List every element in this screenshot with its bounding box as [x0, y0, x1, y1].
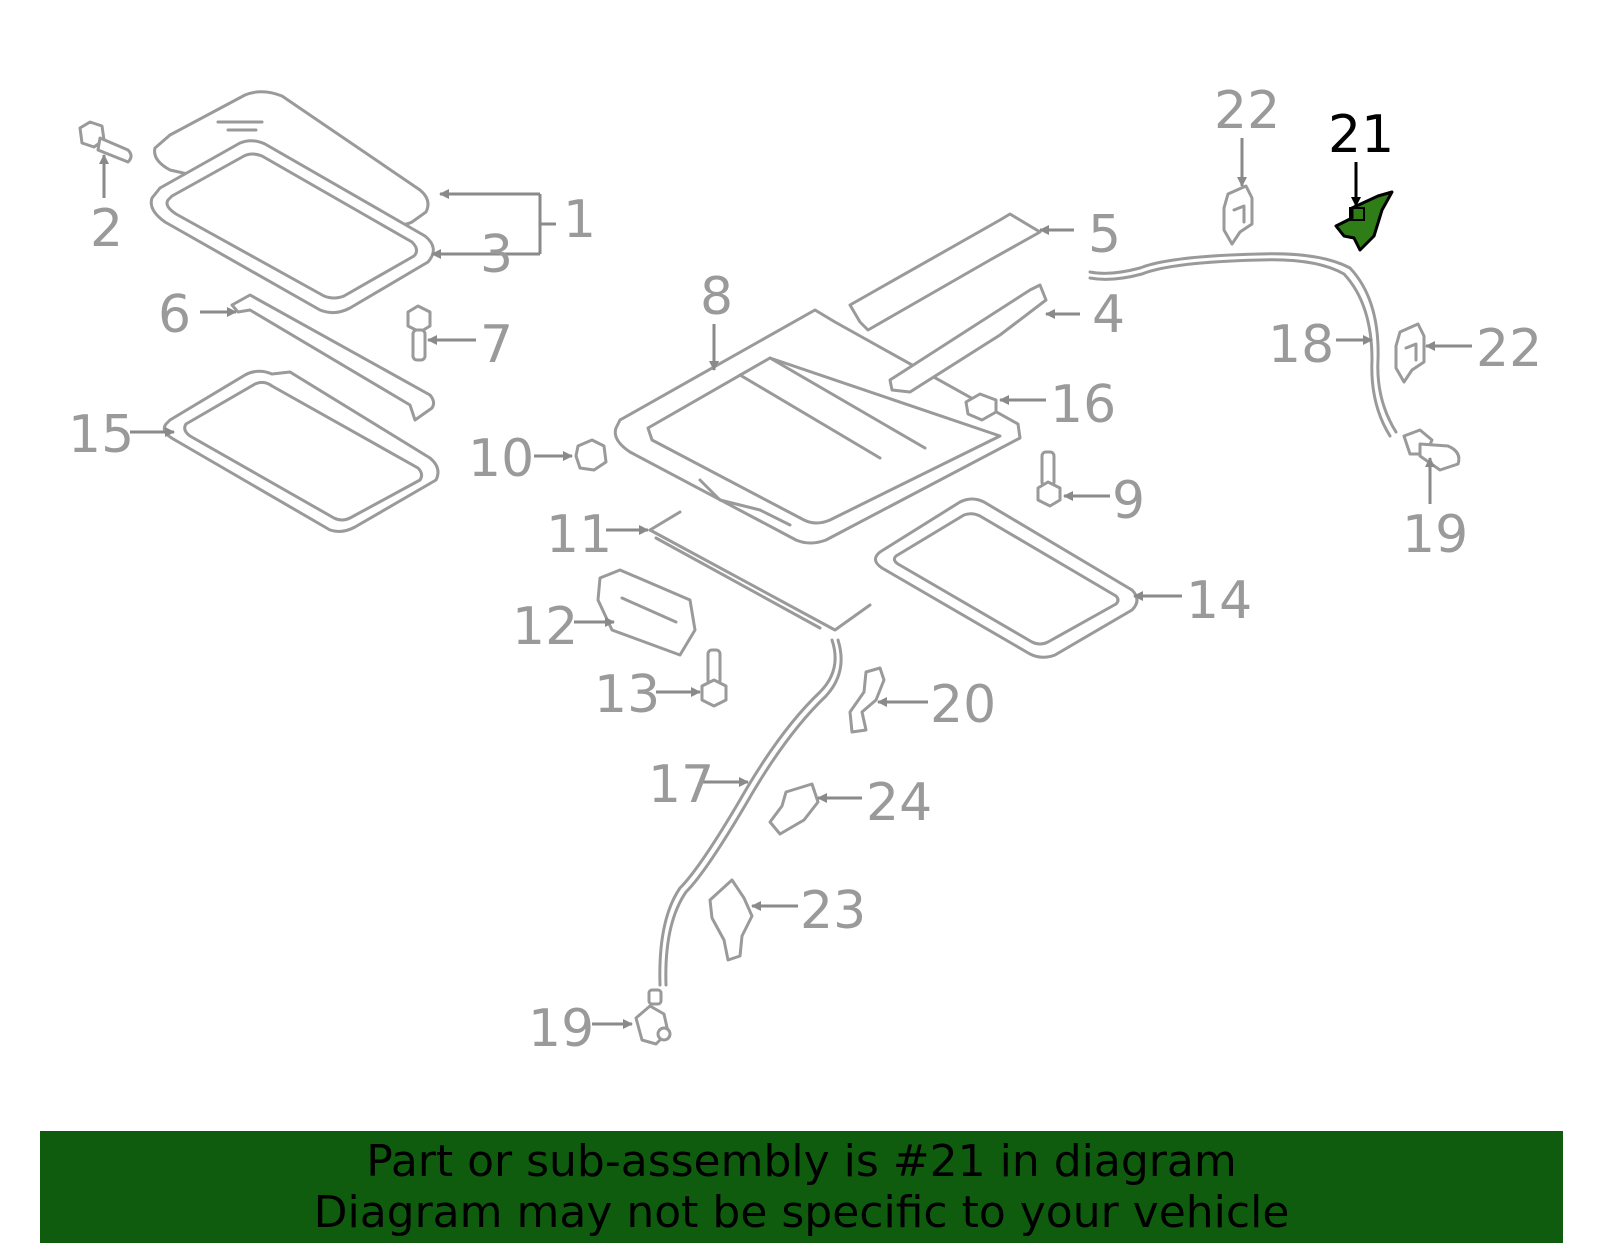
part-12-motor	[596, 568, 697, 657]
part-6-deflector	[230, 293, 436, 422]
callout-7: 7	[480, 315, 513, 375]
callout-8: 8	[700, 267, 733, 327]
leader-lines	[99, 138, 1472, 1029]
part-4-rail	[888, 283, 1048, 394]
callout-6: 6	[158, 285, 191, 345]
banner-line-disclaimer: Diagram may not be specific to your vehi…	[313, 1187, 1290, 1238]
banner-line-part-number: Part or sub-assembly is #21 in diagram	[366, 1136, 1237, 1187]
callout-17: 17	[648, 755, 714, 815]
part-5-rail	[848, 212, 1042, 332]
callout-19-upper: 19	[1402, 505, 1468, 565]
part-23-bracket	[708, 878, 754, 962]
callout-21: 21	[1328, 105, 1394, 165]
part-22-clip-upper	[1222, 184, 1254, 246]
part-22-clip-right	[1394, 322, 1426, 384]
callout-14: 14	[1186, 571, 1252, 631]
part-20-clip	[848, 666, 886, 734]
part-9-bolt	[1036, 450, 1062, 508]
part-7-bolt	[406, 304, 432, 362]
callout-3: 3	[480, 225, 513, 285]
callout-20: 20	[930, 675, 996, 735]
parts-diagram: 1 2 3 4 5 6 7 8 9 10 11 12 13 14 15 16 1…	[68, 81, 1542, 1059]
callout-22-upper: 22	[1214, 81, 1280, 141]
callout-1: 1	[563, 190, 596, 250]
part-24-bracket	[768, 782, 820, 836]
callout-5: 5	[1088, 205, 1121, 265]
part-11-seal-strip	[648, 510, 872, 632]
callout-16: 16	[1050, 375, 1116, 435]
part-14-weatherstrip	[874, 497, 1139, 659]
part-19-drain-valve-lower	[634, 988, 672, 1046]
callout-24: 24	[866, 773, 932, 833]
callout-labels: 1 2 3 4 5 6 7 8 9 10 11 12 13 14 15 16 1…	[68, 81, 1542, 1059]
part-19-drain-valve-upper	[1402, 428, 1461, 472]
part-13-bolt	[700, 648, 728, 708]
part-18-drain-hose	[1088, 252, 1398, 438]
callout-4: 4	[1092, 285, 1125, 345]
callout-22-right: 22	[1476, 319, 1542, 379]
callout-15: 15	[68, 405, 134, 465]
callout-10: 10	[468, 429, 534, 489]
part-10-plug	[574, 438, 608, 472]
part-21-highlighted	[1334, 190, 1394, 252]
callout-12: 12	[512, 597, 578, 657]
part-17-drain-hose	[658, 638, 843, 987]
callout-13: 13	[594, 665, 660, 725]
callout-2: 2	[90, 199, 123, 259]
callout-9: 9	[1112, 471, 1145, 531]
callout-19-lower: 19	[528, 999, 594, 1059]
callout-18: 18	[1268, 315, 1334, 375]
info-banner: Part or sub-assembly is #21 in diagram D…	[40, 1131, 1563, 1243]
callout-11: 11	[546, 505, 612, 565]
part-3-glass	[149, 139, 435, 315]
callout-23: 23	[800, 881, 866, 941]
part-2-bolt	[78, 120, 133, 164]
part-16-clip	[964, 392, 998, 422]
